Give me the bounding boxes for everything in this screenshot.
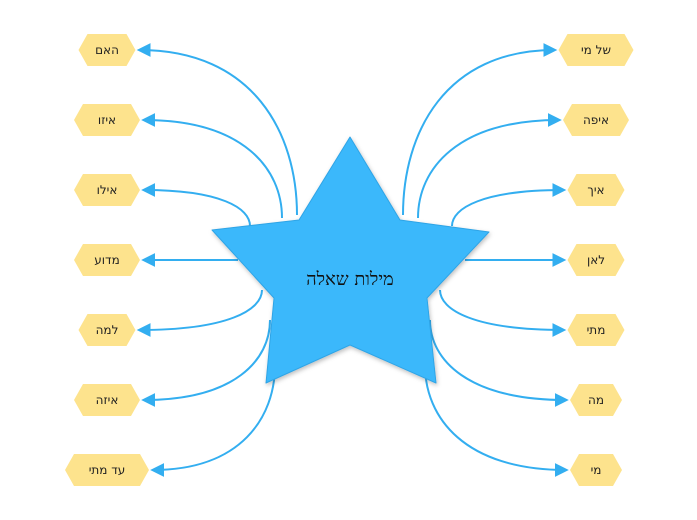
left-topic-node[interactable]: איזה [74,384,140,416]
left-topic-node[interactable]: איזו [74,104,140,136]
right-topic-label: מתי [587,323,606,337]
left-connector-arrow [136,289,263,337]
left-topic-node[interactable]: האם [78,34,136,66]
left-topic-label: איזו [98,113,116,127]
right-connector-arrow [417,113,562,219]
left-topic-shape[interactable] [65,454,149,486]
right-topic-node[interactable]: איך [567,174,625,206]
right-connector-arrow [451,183,567,227]
left-topic-shape[interactable] [74,384,140,416]
left-connector-arrow [141,183,251,227]
right-topic-shape[interactable] [567,314,625,346]
right-topic-label: מה [588,393,604,407]
right-topic-node[interactable]: איפה [563,104,629,136]
left-topic-node[interactable]: אילו [74,174,140,206]
right-connector-arrow [424,364,569,477]
left-connector-arrow [150,364,276,477]
center-star-shape[interactable] [211,136,490,384]
left-topic-shape[interactable] [74,174,140,206]
left-topic-shape[interactable] [74,104,140,136]
left-topic-label: האם [95,43,119,57]
left-connector-arrow [136,43,298,216]
right-topic-node[interactable]: מה [570,384,622,416]
right-topic-node[interactable]: לאן [567,244,625,276]
left-connector-arrow [141,113,283,219]
right-topic-group: של מי איפה איך לאן מתי מה מי [558,34,634,486]
right-topic-label: איך [587,183,604,197]
left-topic-group: האם איזו אילו מדוע למה איזה עד מתי [65,34,149,486]
right-topic-node[interactable]: מי [570,454,622,486]
left-topic-label: איזה [96,393,119,407]
right-topic-label: של מי [581,43,611,57]
left-topic-node[interactable]: מדוע [74,244,140,276]
right-topic-shape[interactable] [567,244,625,276]
left-connector-arrow [141,319,271,407]
left-topic-shape[interactable] [78,34,136,66]
right-topic-shape[interactable] [570,384,622,416]
left-topic-label: אילו [97,183,118,197]
right-topic-node[interactable]: מתי [567,314,625,346]
left-topic-shape[interactable] [78,314,136,346]
right-connector-arrow [439,289,567,337]
right-topic-shape[interactable] [558,34,634,66]
right-topic-label: מי [591,463,602,477]
left-topic-label: מדוע [94,253,119,267]
left-topic-node[interactable]: למה [78,314,136,346]
right-connector-arrow [402,43,558,216]
left-topic-label: עד מתי [89,463,126,477]
right-topic-node[interactable]: של מי [558,34,634,66]
connectors [136,43,569,477]
right-topic-label: לאן [587,253,605,267]
left-topic-node[interactable]: עד מתי [65,454,149,486]
right-connector-arrow [429,319,569,407]
left-topic-label: למה [96,323,119,337]
right-topic-shape[interactable] [563,104,629,136]
right-topic-shape[interactable] [567,174,625,206]
left-topic-shape[interactable] [74,244,140,276]
right-topic-label: איפה [583,113,609,127]
right-topic-shape[interactable] [570,454,622,486]
center-topic-label: מילות שאלה [306,269,393,290]
